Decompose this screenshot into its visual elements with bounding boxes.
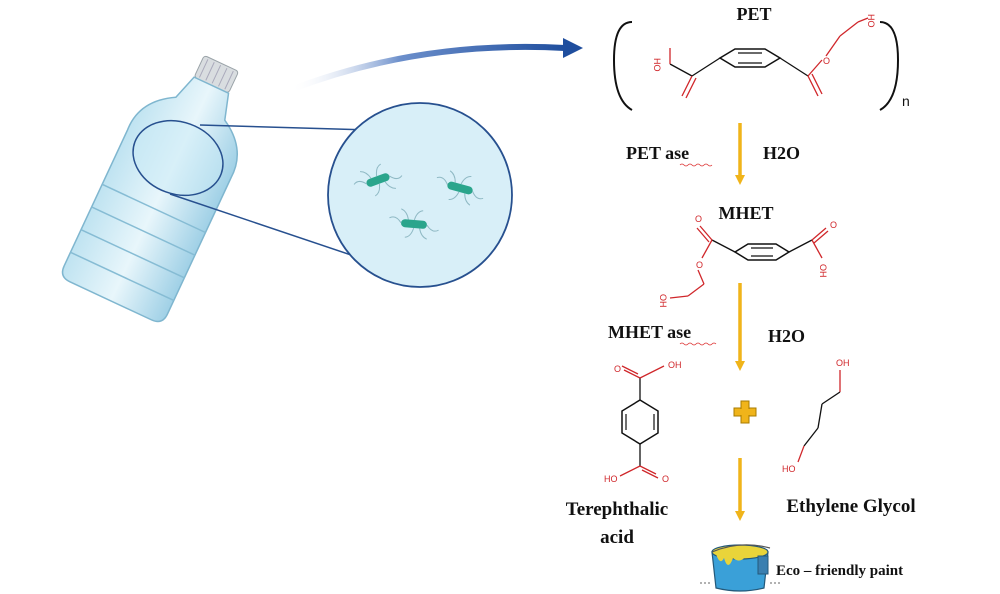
paint-bucket-icon [700,544,780,592]
repeat-subscript: n [902,93,910,109]
mhet-structure [669,225,829,299]
atom-label: OH [836,358,850,368]
atom-label: O [614,364,621,374]
atom-label: O [695,214,702,224]
bacteria-icon [436,170,484,206]
spellcheck-underline [679,342,717,346]
ethylene-glycol-label: Ethylene Glycol [786,496,915,517]
terephthalic-acid-structure [619,365,665,479]
bacteria-icon [353,163,403,197]
enzyme-label-petase: PET ase [626,143,689,163]
atom-label: HO [782,464,796,474]
magnified-view [327,102,513,288]
atom-label: OH [818,264,828,278]
atom-label: OH [658,294,668,308]
atom-label: HO [604,474,618,484]
terephthalic-acid-label: Terephthalic [566,499,668,520]
plus-icon [733,400,757,424]
water-label: H2O [763,143,800,163]
terephthalic-acid-label-line2: acid [600,527,634,548]
magnify-connector [132,119,371,259]
atom-label: O [823,56,830,66]
atom-label: OH [668,360,682,370]
blue-curved-arrow [287,38,583,93]
pet-structure [612,17,900,111]
ethylene-glycol-structure [797,370,841,463]
enzyme-label-mhetase: MHET ase [608,322,691,342]
atom-label: O [662,474,669,484]
atom-label: HO [866,14,876,28]
bacteria-icon [389,208,439,240]
water-label: H2O [768,326,805,346]
atom-label: HO [652,58,662,72]
eco-friendly-paint-label: Eco – friendly paint [776,563,903,579]
pet-label: PET [736,4,771,24]
atom-label: O [830,220,837,230]
mhet-label: MHET [718,203,773,223]
atom-label: O [696,260,703,270]
spellcheck-underline [679,163,713,167]
